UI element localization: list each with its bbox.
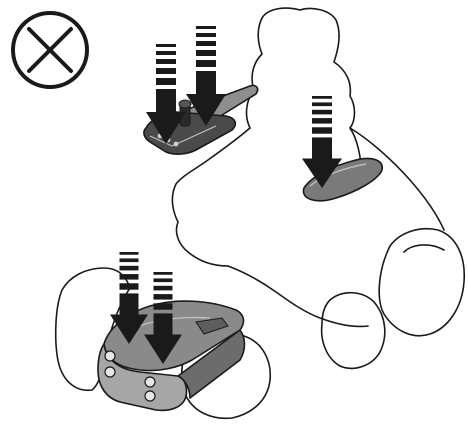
prohibition-x-icon [13,13,87,87]
frame-outline [228,266,368,327]
front-right-wheel [322,293,385,369]
seat-back-left-edge [247,18,262,128]
